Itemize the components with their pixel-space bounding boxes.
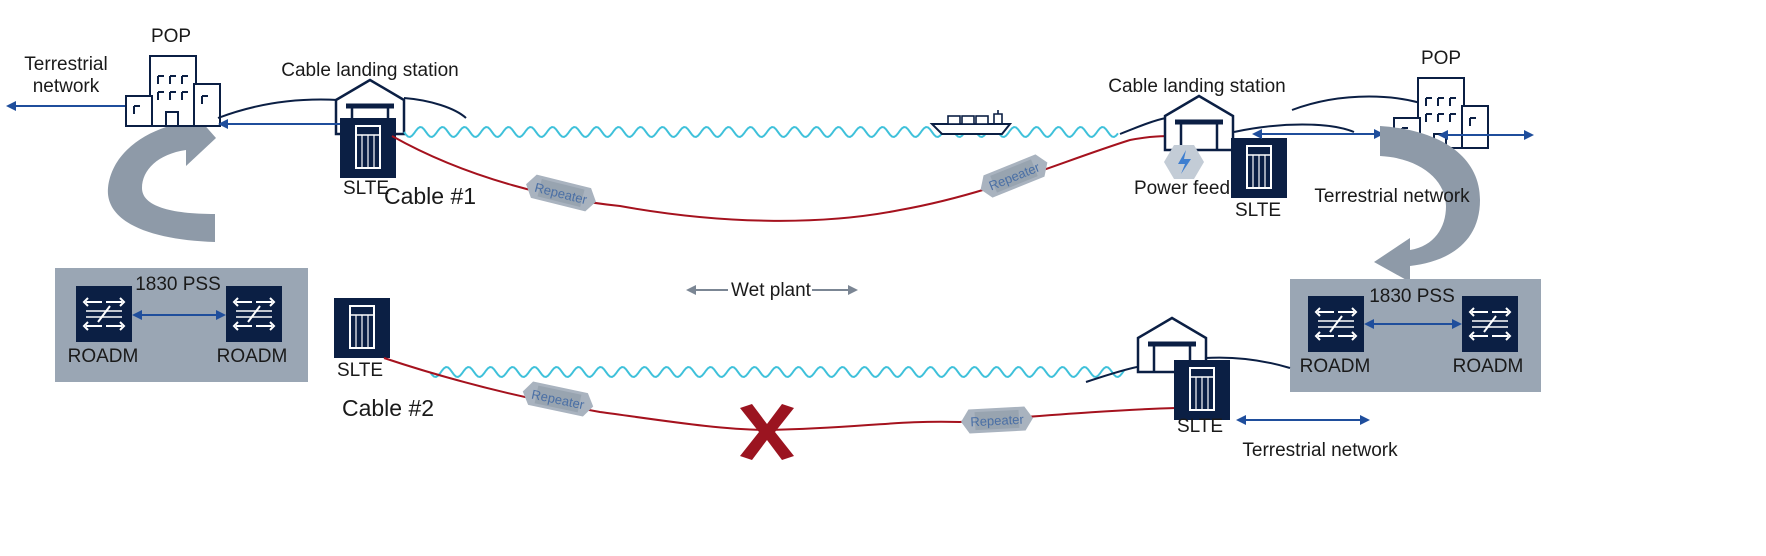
roadm-icon xyxy=(1307,295,1365,353)
pss-right-title: 1830 PSS xyxy=(1369,286,1455,307)
slte-c2-left-label: SLTE xyxy=(337,360,383,381)
roadm-label-r2: ROADM xyxy=(1453,356,1524,377)
curved-arrow-left xyxy=(107,104,216,268)
cls-left-label: Cable landing station xyxy=(281,60,458,81)
slte-rack-icon xyxy=(339,117,397,179)
wet-plant-label: Wet plant xyxy=(731,280,812,301)
terrestrial-right-top-label: Terrestrial network xyxy=(1314,186,1470,207)
landing-station-icon xyxy=(1165,96,1233,150)
curved-arrow-right xyxy=(1374,126,1480,282)
terrestrial-left-line1: Terrestrial xyxy=(24,54,107,75)
pop-left-label: POP xyxy=(151,26,191,47)
cable1-wave xyxy=(403,125,1119,139)
pss-left-title: 1830 PSS xyxy=(135,274,221,295)
pss-panel-left: 1830 PSS ROADM ROADM xyxy=(55,268,308,382)
cable2-wave xyxy=(429,365,1125,379)
slte-rack-icon xyxy=(1173,359,1231,421)
power-feed-label: Power feed xyxy=(1134,178,1230,199)
terrestrial-right-bottom-label: Terrestrial network xyxy=(1242,440,1398,461)
roadm-label-l1: ROADM xyxy=(68,346,139,367)
slte-rack-icon xyxy=(1230,137,1288,199)
pss-panel-right: 1830 PSS ROADM ROADM xyxy=(1290,279,1541,392)
cable2-label: Cable #2 xyxy=(342,395,434,421)
terrestrial-left-line2: network xyxy=(33,76,100,97)
repeater-4: Repeater xyxy=(960,406,1034,434)
roadm-icon xyxy=(1461,295,1519,353)
slte-c1-left-label: SLTE xyxy=(343,178,389,199)
ship-icon xyxy=(929,110,1013,135)
cls-right-label: Cable landing station xyxy=(1108,76,1285,97)
roadm-icon xyxy=(225,285,283,343)
repeater-2: Repeater xyxy=(976,151,1052,201)
roadm-icon xyxy=(75,285,133,343)
repeater-1: Repeater xyxy=(523,172,599,214)
repeater-3: Repeater xyxy=(520,379,596,419)
cable1-red-path xyxy=(391,135,1179,222)
building-icon xyxy=(125,55,221,127)
slte-rack-icon xyxy=(333,297,391,359)
fault-x-icon xyxy=(740,404,794,460)
roadm-label-r1: ROADM xyxy=(1300,356,1371,377)
svg-text:Repeater: Repeater xyxy=(970,412,1025,430)
slte-c2-right-label: SLTE xyxy=(1177,416,1223,437)
roadm-label-l2: ROADM xyxy=(217,346,288,367)
cable1-label: Cable #1 xyxy=(384,183,476,209)
slte-c1-right-label: SLTE xyxy=(1235,200,1281,221)
power-feed-icon xyxy=(1164,145,1204,179)
pop-right-label: POP xyxy=(1421,48,1461,69)
